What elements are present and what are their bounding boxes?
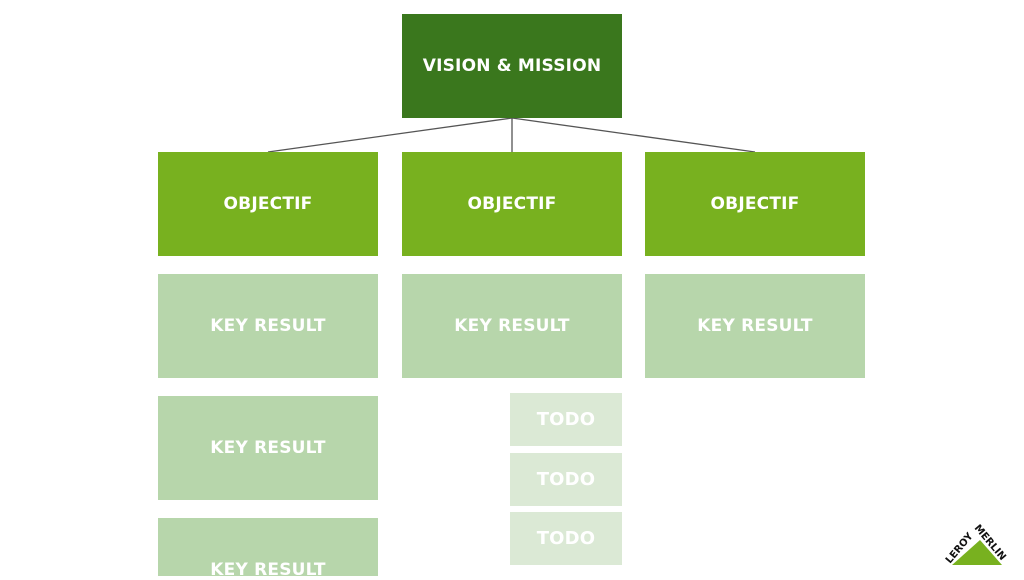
key-result-box: KEY RESULT [645, 274, 865, 378]
vision-mission-label: VISION & MISSION [422, 56, 602, 76]
todo-label: TODO [536, 469, 596, 490]
connector-line-right [511, 117, 756, 153]
todo-box: TODO [510, 393, 622, 446]
objective-box-3: OBJECTIF [645, 152, 865, 256]
todo-box: TODO [510, 453, 622, 506]
leroy-merlin-logo: LEROY MERLIN [944, 523, 1008, 566]
key-result-label: KEY RESULT [210, 438, 326, 458]
vision-mission-box: VISION & MISSION [402, 14, 622, 118]
key-result-label: KEY RESULT [697, 316, 813, 336]
todo-label: TODO [536, 528, 596, 549]
key-result-box: KEY RESULT [158, 274, 378, 378]
connector-line-left [267, 117, 513, 153]
todo-label: TODO [536, 409, 596, 430]
key-result-label: KEY RESULT [210, 560, 326, 580]
key-result-box: KEY RESULT [158, 518, 378, 580]
key-result-box: KEY RESULT [402, 274, 622, 378]
key-result-label: KEY RESULT [454, 316, 570, 336]
objective-box-2: OBJECTIF [402, 152, 622, 256]
objective-box-1: OBJECTIF [158, 152, 378, 256]
objective-label: OBJECTIF [223, 194, 313, 214]
key-result-label: KEY RESULT [210, 316, 326, 336]
objective-label: OBJECTIF [467, 194, 557, 214]
todo-box: TODO [510, 512, 622, 565]
objective-label: OBJECTIF [710, 194, 800, 214]
key-result-box: KEY RESULT [158, 396, 378, 500]
logo-triangle [952, 540, 1002, 565]
